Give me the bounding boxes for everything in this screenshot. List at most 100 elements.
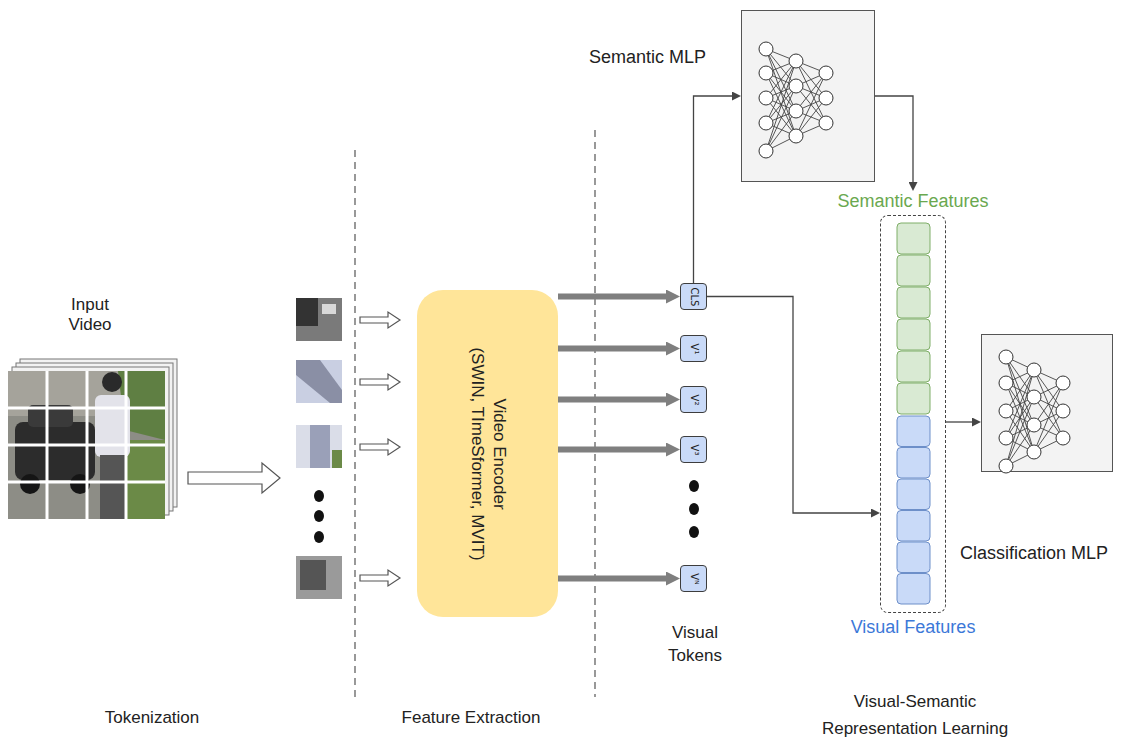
video-frame [8,371,165,519]
feature-heading: Visual Features [851,617,976,637]
feature-cell [897,574,930,605]
video-patch [296,425,342,468]
frame-grid [8,371,165,519]
mlp-box: Semantic MLP [741,10,875,182]
video-frame [20,474,40,494]
hollow-arrow [360,312,400,328]
encoder-label: Video Encoder [488,347,510,560]
network-icon [982,335,1136,535]
network-neuron [759,91,773,105]
flow-arrow [875,96,913,182]
video-patch [296,360,342,403]
network-neuron [759,66,773,80]
concat-outline [880,215,946,613]
network-neuron [1056,431,1070,445]
video-patch [296,360,342,403]
network-link [1034,411,1063,452]
network-neuron [789,129,803,143]
video-patch [296,556,342,599]
rotated-text: V¹ [688,343,700,354]
feature-cell [897,448,930,479]
video-frame [102,372,122,392]
feature-cell [897,416,930,447]
ellipsis-dots [314,490,324,502]
feature-cell [897,351,930,382]
hollow-arrow [188,463,280,493]
rotated-text: V³ [688,444,700,455]
visual-token: Vᴺ [680,565,707,592]
video-frame [100,455,125,519]
caption-label: Feature Extraction [371,708,571,728]
network-neuron [1027,390,1041,404]
network-neuron [819,116,833,130]
ellipsis-dots [689,480,699,492]
video-frame [8,371,165,519]
video-patch [300,560,326,590]
network-neuron [789,79,803,93]
network-neuron [1056,404,1070,418]
visual-token: CLS [680,283,707,310]
visual-token: V² [680,386,707,413]
hollow-arrow [188,312,400,586]
network-neuron [999,431,1013,445]
mlp-title: Classification MLP [960,543,1108,563]
encoder-label: (SWIN, TImeSformer, MVIT) [466,347,488,560]
token-arrow [558,397,666,403]
feature-heading: Semantic Features [837,191,988,211]
token-arrow [558,576,666,582]
token-label: V³ [688,444,700,455]
mlp-box: Classification MLP [981,334,1113,472]
network-neuron [819,66,833,80]
stage-divider [355,130,595,697]
feature-cells [881,216,945,612]
network-neuron [999,350,1013,364]
feature-cell [897,542,930,573]
rotated-text: CLS [688,287,700,306]
network-neuron [789,54,803,68]
ellipsis-dots [314,510,324,522]
network-neuron [819,91,833,105]
feature-cell [897,223,930,254]
token-label: V¹ [688,343,700,354]
hollow-arrow [360,374,400,390]
hollow-arrow [360,439,400,455]
network-neuron [759,144,773,158]
video-patch [296,298,342,599]
token-arrow [558,447,666,453]
token-arrow [558,294,666,300]
feature-cell [897,383,930,414]
ellipsis-dots [689,526,699,538]
rotated-text: Vᴺ [688,573,700,585]
caption-label: Tokenization [52,708,252,728]
visual-token: V¹ [680,335,707,362]
network-neuron [999,404,1013,418]
network-neuron [1056,376,1070,390]
video-frame [15,422,95,480]
caption-label: Visual Tokens [660,621,730,667]
network-neuron [999,459,1013,473]
network-neuron [1027,445,1041,459]
flow-arrow [694,96,733,283]
token-label: V² [688,394,700,405]
network-neuron [1027,363,1041,377]
network-neuron [759,116,773,130]
feature-cell [897,319,930,350]
feature-cell [897,479,930,510]
video-patch [296,298,318,326]
network-neuron [999,376,1013,390]
hollow-arrow [360,570,400,586]
feature-stack: Semantic FeaturesVisual Features [880,191,946,637]
network-link [1034,383,1063,425]
video-patch [322,304,336,314]
token-label: Vᴺ [688,573,700,585]
caption-label: Visual-Semantic Representation Learning [805,688,1025,742]
token-label: CLS [688,287,700,306]
video-patch [310,425,330,468]
feature-cell [897,255,930,286]
network-neuron [1027,418,1041,432]
feature-cell [897,511,930,542]
video-patch [296,298,342,341]
encoder-box: Video Encoder(SWIN, TImeSformer, MVIT) [417,290,558,617]
caption-label: Input Video [55,295,125,335]
